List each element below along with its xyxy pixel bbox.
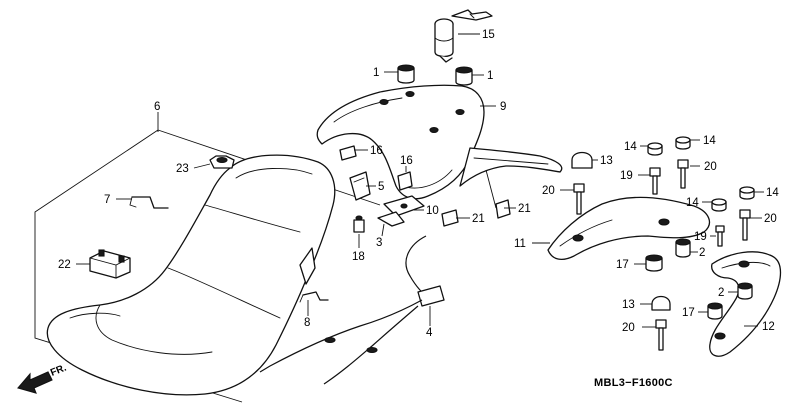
- seat[interactable]: [46, 154, 336, 396]
- callout-6: 6: [154, 101, 160, 113]
- front-direction-arrow: FR.: [17, 362, 68, 394]
- callout-17-a: 17: [616, 259, 629, 271]
- callout-labels: 1 1 2 2 3 4 5 6 7 8 9 10 11 12 13 13 14 …: [58, 29, 779, 339]
- callout-12: 12: [762, 321, 775, 333]
- callout-23: 23: [176, 163, 189, 175]
- callout-7: 7: [104, 194, 110, 206]
- collar-17-b[interactable]: [707, 302, 723, 320]
- callout-20-c: 20: [764, 213, 777, 225]
- callout-17-b: 17: [682, 307, 695, 319]
- callout-10: 10: [426, 205, 439, 217]
- spring-3[interactable]: [377, 211, 405, 227]
- callout-15: 15: [482, 29, 495, 41]
- cap-14-a[interactable]: [647, 142, 663, 156]
- seat-lock-cylinder[interactable]: [434, 9, 493, 63]
- collar-2-b[interactable]: [737, 282, 753, 300]
- clip-21-left[interactable]: [441, 209, 459, 227]
- callout-20-a: 20: [704, 161, 717, 173]
- callout-20-d: 20: [622, 322, 635, 334]
- callout-16-left: 16: [370, 145, 383, 157]
- callout-3: 3: [376, 237, 382, 249]
- clip-16-right[interactable]: [397, 171, 413, 191]
- seat-cowl[interactable]: [316, 84, 563, 200]
- bolt-20-b[interactable]: [573, 183, 585, 215]
- seat-hook-7[interactable]: [129, 196, 169, 209]
- cushion-23[interactable]: [209, 155, 235, 169]
- callout-20-b: 20: [542, 185, 555, 197]
- callout-14-d: 14: [766, 187, 779, 199]
- collar-17-a[interactable]: [645, 254, 663, 272]
- callout-2-b: 2: [718, 287, 724, 299]
- cap-13-lower[interactable]: [651, 295, 671, 311]
- callout-13-upper: 13: [600, 155, 613, 167]
- seat-hook-8[interactable]: [299, 291, 329, 303]
- cap-14-c[interactable]: [711, 198, 727, 212]
- bolt-20-a[interactable]: [677, 159, 689, 189]
- callout-14-b: 14: [703, 135, 716, 147]
- grab-rail-right[interactable]: [709, 251, 782, 357]
- front-direction-label: FR.: [49, 362, 68, 378]
- callout-13-lower: 13: [622, 299, 635, 311]
- callout-16-right: 16: [400, 155, 413, 167]
- collar-2-a[interactable]: [675, 238, 691, 258]
- callout-11: 11: [514, 238, 526, 250]
- callout-5: 5: [378, 181, 384, 193]
- cap-13-upper[interactable]: [571, 151, 593, 169]
- callout-1-left: 1: [373, 67, 379, 79]
- callout-9: 9: [500, 101, 506, 113]
- bolt-20-c[interactable]: [739, 209, 751, 241]
- callout-18: 18: [352, 251, 365, 263]
- cap-14-b[interactable]: [675, 136, 691, 150]
- callout-19-a: 19: [620, 170, 633, 182]
- clip-16-left[interactable]: [339, 145, 357, 161]
- grab-rail-left[interactable]: [547, 196, 711, 261]
- grommet-1-left[interactable]: [397, 64, 415, 84]
- seat-rubber-block-22[interactable]: [89, 249, 131, 279]
- callout-22: 22: [58, 259, 71, 271]
- seat-release-cable[interactable]: [259, 235, 445, 385]
- callout-8: 8: [304, 317, 310, 329]
- callout-1-right: 1: [487, 70, 493, 82]
- callout-14-c: 14: [686, 197, 699, 209]
- clip-21-right[interactable]: [495, 199, 511, 219]
- plate-10[interactable]: [383, 195, 425, 217]
- callout-21-right: 21: [518, 203, 531, 215]
- callout-14-a: 14: [624, 141, 637, 153]
- callout-21-left: 21: [472, 213, 485, 225]
- grommet-1-right[interactable]: [455, 66, 473, 86]
- cap-14-d[interactable]: [739, 186, 755, 200]
- bolt-20-d[interactable]: [655, 319, 667, 351]
- leader-lines: [76, 33, 764, 328]
- callout-2-a: 2: [699, 247, 705, 259]
- bolt-19-a[interactable]: [649, 167, 661, 195]
- callout-4: 4: [426, 327, 433, 339]
- callout-19-b: 19: [694, 231, 707, 243]
- bolt-18[interactable]: [353, 215, 365, 233]
- diagram-code: MBL3−F1600C: [594, 377, 673, 389]
- bracket-5[interactable]: [349, 171, 371, 201]
- bolt-19-b[interactable]: [715, 225, 725, 247]
